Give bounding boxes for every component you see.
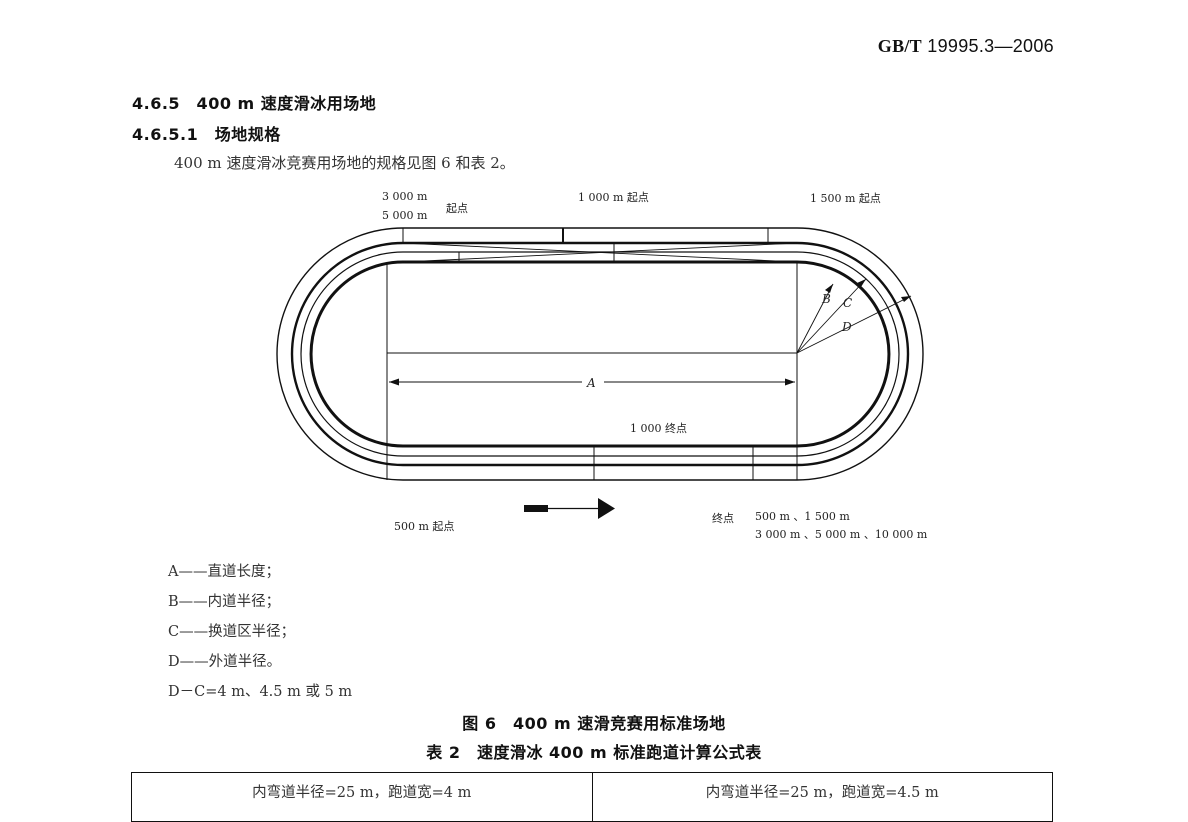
legend-item-b: B——内道半径； (168, 594, 281, 610)
section-heading-4-6-5: 4.6.5 400 m 速度滑冰用场地 (132, 94, 377, 113)
direction-arrow-tail (524, 505, 548, 512)
label-start-1000: 1 000 m 起点 (578, 191, 649, 204)
label-start-5000: 5 000 m (382, 209, 428, 222)
body-paragraph: 400 m 速度滑冰竞赛用场地的规格见图 6 和表 2。 (174, 154, 515, 172)
label-finish-1000: 1 000 终点 (630, 421, 687, 435)
outer-lane-line (290, 241, 910, 467)
lane-divider-line (300, 251, 900, 457)
legend-item-a: A——直道长度； (168, 564, 280, 580)
label-start-500: 500 m 起点 (394, 520, 454, 533)
table-header-row: 内弯道半径=25 m，跑道宽=4 m 内弯道半径=25 m，跑道宽=4.5 m (131, 772, 1053, 822)
radius-arrow-b (825, 284, 833, 293)
label-a: A (586, 376, 596, 390)
dimension-arrow-right (785, 378, 795, 386)
label-d: D (841, 320, 852, 334)
formula-table: 内弯道半径=25 m，跑道宽=4 m 内弯道半径=25 m，跑道宽=4.5 m (131, 772, 1053, 822)
legend-item-c: C——换道区半径； (168, 624, 296, 640)
section-heading-4-6-5-1: 4.6.5.1 场地规格 (132, 125, 281, 144)
standard-prefix: GB/T (877, 36, 922, 56)
table-header-cell: 内弯道半径=25 m，跑道宽=4 m (131, 772, 593, 822)
page-header: GB/T 19995.3—2006 (878, 36, 1054, 57)
label-start-3000: 3 000 m (382, 190, 428, 203)
dimension-arrow-left (389, 378, 399, 386)
direction-arrow-head (598, 498, 615, 519)
table-caption: 表 2 速度滑冰 400 m 标准跑道计算公式表 (426, 743, 762, 762)
label-c: C (843, 296, 852, 310)
legend-item-dc: D－C=4 m、4.5 m 或 5 m (168, 684, 353, 700)
legend-item-d: D——外道半径。 (168, 654, 282, 670)
radius-arrow-c (857, 279, 866, 287)
radius-line-c (796, 278, 867, 354)
label-finish-line1: 500 m 、1 500 m (755, 510, 850, 523)
label-start-left: 起点 (446, 202, 468, 215)
radius-line-d (796, 295, 912, 354)
crossing-line-2 (402, 242, 798, 263)
standard-number: 19995.3—2006 (921, 36, 1054, 56)
label-b: B (821, 292, 831, 306)
radius-arrow-d (901, 296, 911, 302)
label-finish-line2: 3 000 m 、5 000 m 、10 000 m (755, 528, 928, 541)
rink-diagram: 3 000 m 5 000 m 起点 1 000 m 起点 1 500 m 起点… (276, 190, 928, 541)
figure-caption: 图 6 400 m 速滑竞赛用标准场地 (462, 714, 726, 733)
inner-lane-line (309, 260, 891, 448)
label-finish: 终点 (712, 511, 734, 525)
table-header-cell: 内弯道半径=25 m，跑道宽=4.5 m (591, 772, 1053, 822)
radius-line-b (796, 283, 834, 354)
label-start-1500: 1 500 m 起点 (810, 192, 881, 205)
